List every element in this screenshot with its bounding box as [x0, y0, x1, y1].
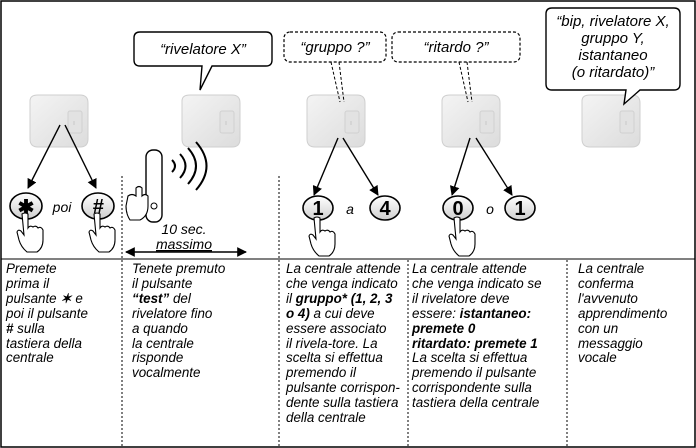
caption-4-line: che venga indicato se [412, 275, 542, 291]
connector-a: a [346, 201, 354, 217]
speech-bubble-2: “gruppo ?” [283, 31, 387, 103]
arrow-panel4-to-key1 [475, 137, 513, 196]
caption-5-line: messaggio [578, 335, 643, 351]
key-hash: # [81, 192, 115, 220]
caption-step-2: Tenete premuto il pulsante “test” del ri… [132, 261, 277, 381]
caption-5-line: vocale [578, 350, 617, 366]
bubble-4-line-2: gruppo Y, [581, 30, 644, 47]
control-panel-3 [306, 94, 366, 148]
caption-3-line: pulsante corrispon- [286, 380, 400, 396]
caption-1-line: poi il pulsante [6, 305, 88, 321]
bubble-3-text: “ritardo ?” [423, 39, 489, 56]
key-hash-label: # [92, 196, 104, 218]
caption-3-line: La centrale attende [286, 261, 401, 276]
bubble-2-text: “gruppo ?” [300, 39, 370, 56]
key-star: ✱ [9, 192, 43, 220]
key-1b: 1 [504, 195, 536, 221]
caption-4-line: il rivelatore deve [412, 290, 510, 306]
key-1: 1 [302, 195, 334, 221]
caption-step-4: La centrale attende che venga indicato s… [412, 261, 564, 411]
caption-5-line: conferma [578, 275, 634, 291]
caption-step-1: Premete prima il pulsante ✶ e poi il pul… [6, 261, 120, 366]
key-0-label: 0 [452, 198, 463, 220]
connector-o: o [486, 201, 494, 217]
caption-4-line: ritardato: premete 1 [412, 335, 538, 351]
caption-3-line: scelta si effettua [286, 350, 383, 366]
speech-bubble-1: “rivelatore X” [133, 31, 273, 91]
control-panel-1 [29, 94, 89, 148]
caption-2-line: il pulsante [132, 275, 193, 291]
key-4-label: 4 [379, 198, 391, 220]
caption-3-line: il rivela-tore. La [286, 335, 378, 351]
caption-1-line: tastiera della [6, 335, 82, 351]
arrow-panel3-to-key1 [312, 137, 339, 196]
caption-2-line: “test” del [132, 290, 191, 306]
control-panel-4 [441, 94, 501, 148]
key-0: 0 [442, 195, 474, 221]
speech-bubble-3: “ritardo ?” [391, 31, 521, 103]
caption-1-line: pulsante ✶ e [6, 290, 83, 306]
caption-2-line: vocalmente [132, 365, 201, 381]
caption-5-line: l'avvenuto [578, 290, 638, 306]
arrow-panel1-to-hash [64, 124, 97, 189]
connector-poi: poi [52, 199, 73, 215]
caption-2-line: rivelatore fino [132, 305, 213, 321]
caption-3-line: dente sulla tastiera [286, 395, 399, 411]
speech-bubble-4: “bip, rivelatore X, gruppo Y, istantaneo… [545, 7, 681, 106]
caption-2-line: a quando [132, 320, 188, 336]
caption-3-line: che venga indicato [286, 275, 398, 291]
caption-1-line: centrale [6, 350, 54, 366]
caption-1-line: Premete [6, 261, 57, 276]
timing-line-1: 10 sec. [161, 221, 206, 237]
caption-4-line: corrispondente sulla [412, 380, 532, 396]
radio-waves-icon [171, 141, 208, 191]
bubble-4-line-4: (o ritardato)” [572, 64, 656, 81]
control-panel-2 [181, 94, 241, 148]
key-1-label: 1 [312, 198, 323, 220]
caption-4-line: La scelta si effettua [412, 350, 528, 366]
caption-3-line: essere associato [286, 320, 387, 336]
arrow-panel1-to-star [27, 124, 61, 189]
caption-3-line: il gruppo* (1, 2, 3 [286, 290, 393, 306]
arrow-panel3-to-key4 [342, 137, 379, 196]
caption-step-3: La centrale attende che venga indicato i… [286, 261, 408, 426]
detector-test-icon [125, 149, 163, 223]
caption-4-line: La centrale attende [412, 261, 527, 276]
caption-3-line: o 4) a cui deve [286, 305, 375, 321]
bubble-1-text: “rivelatore X” [160, 41, 247, 58]
caption-2-line: risponde [132, 350, 184, 366]
caption-3-line: premendo il [286, 365, 356, 381]
caption-3-line: della centrale [286, 410, 366, 426]
caption-1-line: prima il [6, 275, 50, 291]
caption-2-line: Tenete premuto [132, 261, 226, 276]
caption-1-line: # sulla [6, 320, 45, 336]
caption-4-line: tastiera della centrale [412, 395, 540, 411]
bubble-4-line-3: istantaneo [578, 47, 647, 64]
control-panel-5 [581, 94, 641, 148]
caption-4-line: premete 0 [412, 320, 476, 336]
bubble-4-line-1: “bip, rivelatore X, [556, 13, 669, 30]
key-1b-label: 1 [514, 198, 525, 220]
caption-step-5: La centrale conferma l'avvenuto apprendi… [578, 261, 690, 366]
arrow-panel4-to-key0 [449, 137, 471, 196]
caption-2-line: la centrale [132, 335, 194, 351]
caption-4-line: essere: istantaneo: [412, 305, 532, 321]
caption-5-line: La centrale [578, 261, 645, 276]
caption-5-line: apprendimento [578, 305, 668, 321]
timing-line-2: massimo [156, 236, 212, 252]
caption-5-line: con un [578, 320, 619, 336]
key-4: 4 [369, 195, 401, 221]
caption-4-line: premendo il pulsante [412, 365, 537, 381]
